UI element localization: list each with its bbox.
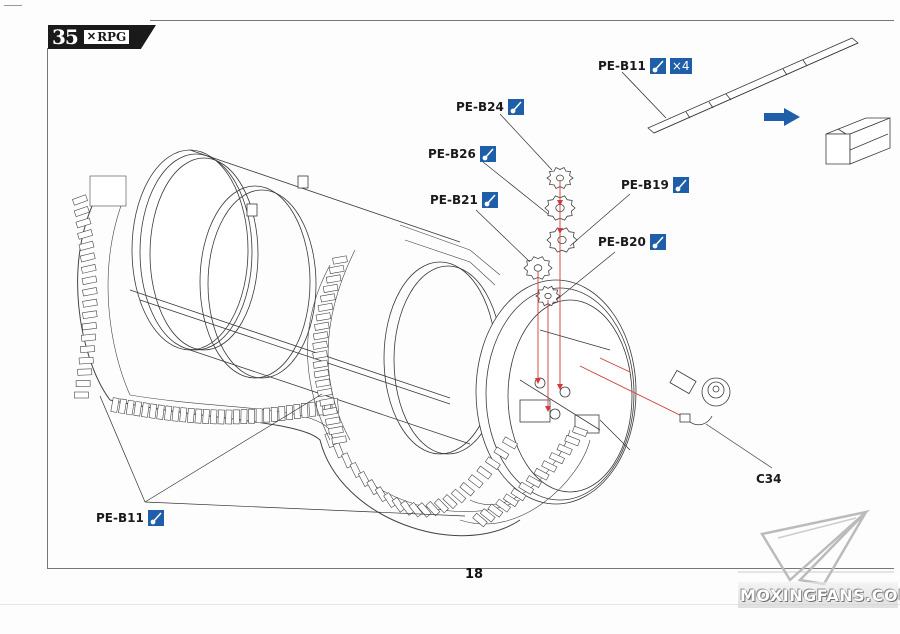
- gear-pe-b20: [535, 285, 561, 307]
- ammo-belt-left: [72, 175, 131, 401]
- assembly-guide-lines: [535, 180, 691, 421]
- part-label: PE-B26: [428, 147, 476, 161]
- callout-pe-b20: PE-B20: [598, 234, 666, 250]
- ammo-belt-middle: [307, 224, 501, 445]
- photo-etch-bend-icon: [672, 177, 689, 193]
- part-c34: [669, 369, 731, 426]
- corner-mark: [4, 5, 22, 6]
- watermark-text: MOXINGFANS.COM: [740, 586, 900, 605]
- photo-etch-bend-icon: [147, 510, 164, 526]
- frame-top-border: [150, 20, 894, 21]
- brand-cross-icon: ✕: [86, 30, 97, 43]
- frame-left-border: [47, 48, 48, 568]
- part-label: PE-B11: [96, 511, 144, 525]
- photo-etch-bend-icon: [481, 192, 498, 208]
- frame-bottom-border: [47, 568, 894, 569]
- leader-lines: [99, 113, 773, 517]
- paper-plane-logo-icon: [738, 510, 894, 586]
- callout-c34: C34: [756, 472, 782, 486]
- ammo-belt-right: [459, 425, 591, 528]
- part-label: PE-B24: [456, 100, 504, 114]
- brand-text: RPG: [97, 30, 127, 44]
- callout-pe-b19: PE-B19: [621, 177, 689, 193]
- callout-pe-b21: PE-B21: [430, 192, 498, 208]
- photo-etch-bend-icon: [649, 58, 666, 74]
- part-label: PE-B21: [430, 193, 478, 207]
- pe-b11-strip: [647, 37, 859, 134]
- callout-pe-b24: PE-B24: [456, 99, 524, 115]
- callout-pe-b11-top: PE-B11 ×4: [598, 58, 692, 74]
- gear-pe-b21: [523, 256, 553, 280]
- drum-magazine: [129, 149, 637, 505]
- photo-etch-bend-icon: [479, 146, 496, 162]
- part-label: C34: [756, 472, 782, 486]
- footer-divider: [0, 604, 900, 605]
- folded-box: [825, 117, 891, 165]
- arrow-right-icon: [764, 108, 800, 126]
- part-label: PE-B11: [598, 59, 646, 73]
- leader-pe-b11-top: [621, 71, 667, 119]
- brand-scale: 35: [52, 25, 79, 49]
- callout-pe-b26: PE-B26: [428, 146, 496, 162]
- part-label: PE-B19: [621, 178, 669, 192]
- brand-logo: 35 ✕ RPG: [48, 25, 156, 49]
- page-number: 18: [465, 567, 484, 582]
- callout-pe-b11-bottom: PE-B11: [96, 510, 164, 526]
- quantity-badge: ×4: [669, 58, 692, 74]
- ammo-belt-bottom: [109, 394, 521, 537]
- brand-name: ✕ RPG: [83, 30, 130, 44]
- gear-pe-b19: [546, 227, 578, 253]
- gear-pe-b24: [546, 166, 574, 190]
- photo-etch-bend-icon: [507, 99, 524, 115]
- watermark-banner: [738, 582, 898, 608]
- leader-pe-b24: [499, 113, 553, 171]
- photo-etch-bend-icon: [649, 234, 666, 250]
- part-label: PE-B20: [598, 235, 646, 249]
